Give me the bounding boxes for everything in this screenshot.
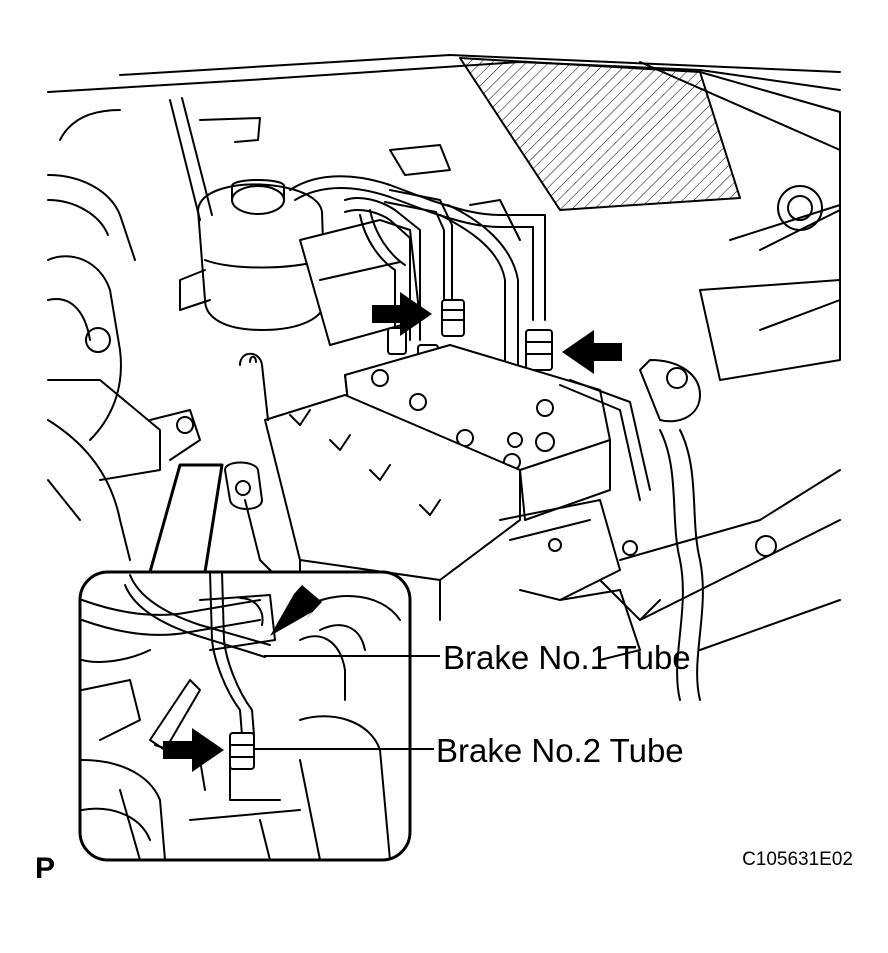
brake-tubes-upper [289,175,546,371]
arrow-right-icon [163,728,224,772]
label-brake-no2-tube: Brake No.2 Tube [436,732,684,769]
left-engine-contours [47,109,201,561]
corner-mark: P [35,852,55,885]
mount-bracket [224,352,281,581]
arrow-right-icon [372,292,432,336]
right-body-contours [559,279,841,701]
fender-bolt [729,185,841,331]
engine-bay-illustration [47,54,841,701]
arrow-markers-main [372,292,622,374]
detail-inset [78,463,440,862]
arrow-down-left-icon [270,585,322,636]
actuator-housing [264,394,661,621]
arrow-left-icon [562,330,622,374]
brake-fluid-reservoir [169,97,326,331]
arrow-markers-inset [163,585,322,772]
inset-flare-nut [229,732,255,770]
figure-code: C105631E02 [742,849,853,870]
leader-lines [254,655,440,750]
label-brake-no1-tube: Brake No.1 Tube [443,639,691,676]
